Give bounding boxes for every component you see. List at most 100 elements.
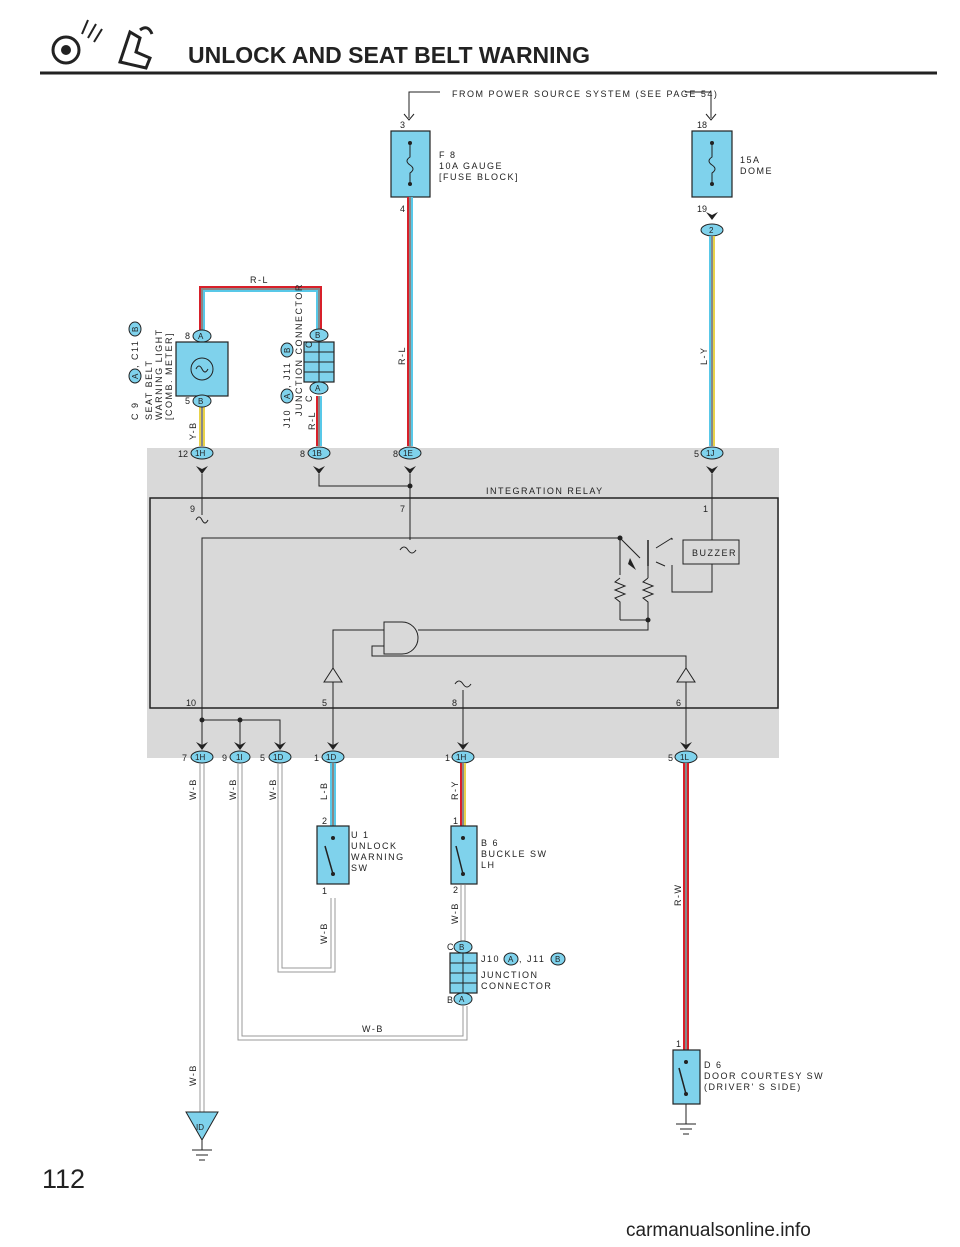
svg-text:JUNCTION CONNECTOR: JUNCTION CONNECTOR: [294, 283, 304, 416]
wire-1h-ry: R-Y: [450, 763, 466, 826]
svg-text:1: 1: [453, 816, 458, 826]
fuse-f8-rating: 10A GAUGE: [439, 161, 503, 171]
svg-text:A: A: [459, 995, 465, 1004]
seat-belt-warning-light: A 8 B 5 C 9 A , C11 B SEAT BELT WARNING …: [128, 321, 229, 420]
svg-text:1B: 1B: [312, 449, 322, 458]
power-source: FROM POWER SOURCE SYSTEM (SEE PAGE 54): [403, 89, 717, 121]
svg-text:1H: 1H: [456, 753, 466, 762]
integration-relay: [149, 497, 779, 709]
svg-text:1: 1: [703, 504, 708, 514]
wire-1d-lb: L-B: [319, 763, 336, 826]
svg-text:1I: 1I: [236, 753, 243, 762]
svg-text:W-B: W-B: [188, 778, 198, 800]
svg-text:5: 5: [668, 753, 673, 763]
bottom-connector-4: 1 1D: [314, 742, 345, 764]
svg-text:, J11: , J11: [519, 954, 545, 964]
svg-text:D 6: D 6: [704, 1060, 723, 1070]
svg-text:R-Y: R-Y: [450, 780, 460, 800]
svg-text:B: B: [131, 327, 140, 332]
svg-text:R-L: R-L: [250, 275, 269, 285]
svg-text:R-L: R-L: [307, 411, 317, 430]
svg-text:R-W: R-W: [673, 884, 683, 907]
svg-text:9: 9: [222, 753, 227, 763]
svg-text:[COMB. METER]: [COMB. METER]: [164, 332, 174, 420]
svg-text:(DRIVER' S SIDE): (DRIVER' S SIDE): [704, 1082, 802, 1092]
junction-connector-top: B A J10 A , J11 B JUNCTION CONNECTOR C C…: [280, 283, 335, 430]
svg-text:SEAT BELT: SEAT BELT: [144, 359, 154, 420]
svg-text:DOOR COURTESY SW: DOOR COURTESY SW: [704, 1071, 824, 1081]
svg-text:1: 1: [314, 753, 319, 763]
svg-text:2: 2: [453, 885, 458, 895]
svg-text:LH: LH: [481, 860, 496, 870]
svg-text:19: 19: [697, 204, 707, 214]
svg-text:W-B: W-B: [228, 778, 238, 800]
relay-label: INTEGRATION RELAY: [486, 486, 604, 496]
svg-text:C: C: [447, 942, 454, 952]
fuse-dome: 18 19 15A DOME 2: [691, 120, 772, 237]
svg-text:1D: 1D: [326, 753, 336, 762]
fuse-f8: 3 4 F 8 10A GAUGE [FUSE BLOCK]: [390, 120, 519, 214]
svg-text:SW: SW: [351, 863, 369, 873]
wire-f8-1e: R-L: [397, 197, 413, 446]
svg-text:B: B: [459, 943, 464, 952]
buckle-switch: 1 2 B 6 BUCKLE SW LH: [450, 816, 548, 895]
svg-text:B: B: [447, 995, 453, 1005]
svg-text:A: A: [283, 393, 292, 399]
svg-text:, C11: , C11: [130, 340, 140, 368]
svg-text:10: 10: [186, 698, 196, 708]
svg-text:1: 1: [445, 753, 450, 763]
svg-text:1H: 1H: [195, 449, 205, 458]
wire-ground-main: W-B W-B: [188, 763, 205, 1112]
svg-text:C 9: C 9: [130, 401, 140, 420]
svg-text:5: 5: [185, 396, 190, 406]
svg-text:5: 5: [260, 753, 265, 763]
svg-text:W-B: W-B: [450, 902, 460, 924]
svg-text:6: 6: [676, 698, 681, 708]
svg-text:W-B: W-B: [362, 1024, 384, 1034]
wire-buckle-junction: W-B: [450, 885, 466, 942]
svg-text:J10: J10: [481, 954, 500, 964]
fuse-f8-id: F 8: [439, 150, 457, 160]
buzzer-label: BUZZER: [692, 548, 737, 558]
svg-text:C: C: [304, 394, 314, 402]
svg-text:W-B: W-B: [188, 1064, 198, 1086]
wire-1i-junction: W-B W-B: [228, 763, 468, 1041]
svg-text:1D: 1D: [273, 753, 283, 762]
wire-light-1h: Y-B: [188, 406, 205, 446]
svg-text:2: 2: [322, 816, 327, 826]
svg-text:BUCKLE SW: BUCKLE SW: [481, 849, 548, 859]
svg-text:8: 8: [452, 698, 457, 708]
svg-text:A: A: [508, 955, 514, 964]
svg-text:CONNECTOR: CONNECTOR: [481, 981, 552, 991]
wire-junction-1b: [316, 396, 322, 446]
svg-text:A: A: [198, 332, 204, 341]
wire-light-junction: R-L: [199, 275, 322, 330]
svg-text:WARNING: WARNING: [351, 852, 405, 862]
svg-text:C: C: [304, 340, 314, 348]
svg-text:J10: J10: [282, 409, 292, 428]
svg-text:B: B: [315, 331, 320, 340]
svg-text:3: 3: [400, 120, 405, 130]
page-number: 112: [42, 1164, 85, 1194]
wire-1d-unlock: W-B W-B: [268, 763, 336, 973]
page-title: UNLOCK AND SEAT BELT WARNING: [188, 42, 590, 68]
svg-text:1E: 1E: [403, 449, 413, 458]
svg-text:1J: 1J: [706, 449, 714, 458]
ground-point: ID: [185, 1111, 219, 1161]
fuse-f8-location: [FUSE BLOCK]: [439, 172, 519, 182]
svg-text:U 1: U 1: [351, 830, 370, 840]
unlock-warning-switch: 2 1 U 1 UNLOCK WARNING SW: [316, 816, 405, 896]
svg-text:A: A: [131, 373, 140, 379]
svg-text:A: A: [315, 384, 321, 393]
svg-text:B: B: [283, 348, 292, 353]
svg-text:18: 18: [697, 120, 707, 130]
buzzer: [682, 539, 740, 565]
svg-text:W-B: W-B: [319, 922, 329, 944]
bottom-connector-2: 9 1I: [222, 742, 251, 764]
svg-text:L-Y: L-Y: [699, 346, 709, 365]
svg-text:5: 5: [694, 449, 699, 459]
svg-text:1L: 1L: [680, 753, 689, 762]
svg-text:UNLOCK: UNLOCK: [351, 841, 398, 851]
